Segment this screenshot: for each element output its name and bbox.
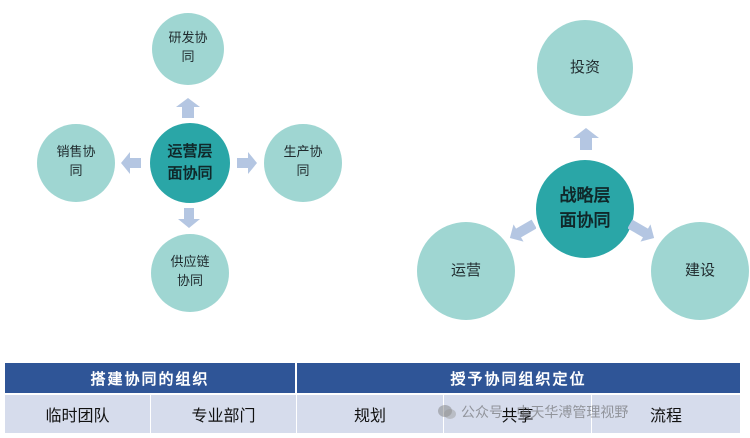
cell-process: 流程 <box>649 406 682 425</box>
node-construction-label: 建设 <box>684 261 715 280</box>
node-production: 生产协 同 <box>264 124 342 202</box>
category-row: 临时团队 专业部门 规划 共享 流程 <box>5 395 740 433</box>
cell-temp-team: 临时团队 <box>5 395 151 433</box>
node-strategy-core-label: 战略层 面协同 <box>559 186 611 231</box>
arrow-down-left-icon <box>509 219 536 242</box>
node-ops-core-label: 运营层 面协同 <box>167 142 213 182</box>
wechat-icon <box>438 405 456 419</box>
header-build-org: 搭建协同的组织 <box>5 363 297 393</box>
node-investment-label: 投资 <box>569 58 600 77</box>
arrow-down-icon <box>178 208 200 228</box>
node-strategy-core: 战略层 面协同 <box>536 160 634 258</box>
node-construction: 建设 <box>651 222 749 320</box>
watermark-text: 公众号 · 中天华溥管理视野 <box>461 405 629 421</box>
arrow-up-icon <box>176 98 200 118</box>
node-investment: 投资 <box>537 20 633 116</box>
node-operation-label: 运营 <box>450 261 481 280</box>
arrow-down-right-icon <box>628 219 655 242</box>
node-operation: 运营 <box>417 222 515 320</box>
node-rd: 研发协 同 <box>152 13 224 85</box>
node-supply-chain: 供应链 协同 <box>151 234 229 312</box>
header-bar: 搭建协同的组织 授予协同组织定位 <box>5 363 740 393</box>
node-sales-label: 销售协 同 <box>56 145 96 179</box>
node-production-label: 生产协 同 <box>283 145 323 179</box>
arrow-right-icon <box>237 152 257 174</box>
arrow-up-icon-2 <box>573 128 599 150</box>
cell-planning: 规划 <box>297 395 444 433</box>
node-rd-label: 研发协 同 <box>168 31 208 65</box>
cell-dept: 专业部门 <box>151 395 297 433</box>
cell-sharing: 共享 <box>444 395 592 433</box>
node-sales: 销售协 同 <box>37 124 115 202</box>
node-supply-chain-label: 供应链 协同 <box>170 255 210 289</box>
node-ops-core: 运营层 面协同 <box>150 123 230 203</box>
arrow-left-icon <box>121 152 141 174</box>
header-grant-position: 授予协同组织定位 <box>450 369 587 388</box>
watermark: 公众号 · 中天华溥管理视野 <box>438 399 628 425</box>
